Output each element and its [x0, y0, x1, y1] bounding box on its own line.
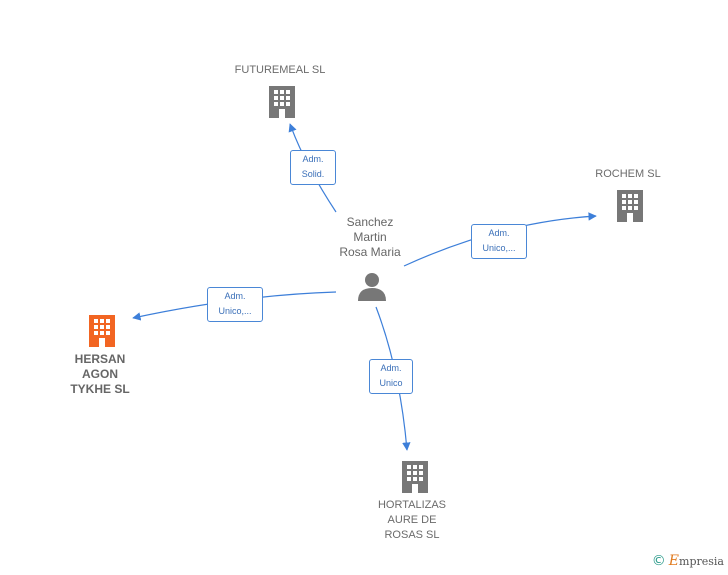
- brand-watermark: ©Empresia: [652, 553, 724, 569]
- brand-initial: E: [668, 553, 680, 569]
- relation-label-hersan[interactable]: Adm. Unico,...: [207, 287, 263, 322]
- building-icon[interactable]: [86, 313, 118, 347]
- relation-label-hortalizas[interactable]: Adm. Unico: [369, 359, 413, 394]
- copyright-symbol: ©: [651, 553, 666, 569]
- building-icon[interactable]: [399, 459, 431, 493]
- building-icon[interactable]: [266, 84, 298, 118]
- brand-name: mpresia: [679, 555, 724, 568]
- relation-label-rochem[interactable]: Adm. Unico,...: [471, 224, 527, 259]
- relation-label-futuremeal[interactable]: Adm. Solid.: [290, 150, 336, 185]
- company-name-rochem[interactable]: ROCHEM SL: [595, 168, 661, 180]
- company-name-hortalizas[interactable]: HORTALIZAS AURE DE ROSAS SL: [377, 499, 447, 541]
- person-name[interactable]: Sanchez Martin Rosa Maria: [339, 215, 401, 259]
- company-name-hersan[interactable]: HERSAN AGON TYKHE SL: [70, 352, 130, 396]
- company-name-futuremeal[interactable]: FUTUREMEAL SL: [234, 64, 326, 76]
- person-icon[interactable]: [356, 271, 388, 301]
- building-icon[interactable]: [614, 188, 646, 222]
